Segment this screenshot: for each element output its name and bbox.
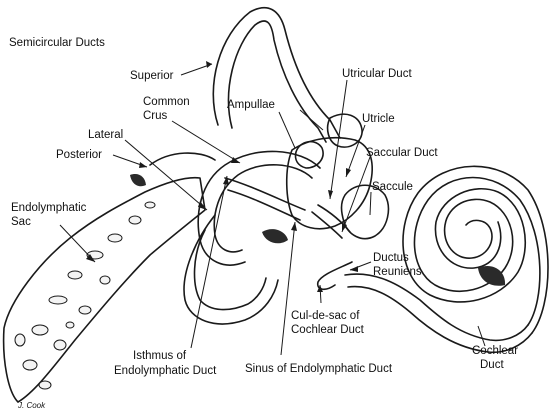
label-saccule: Saccule <box>372 181 413 193</box>
utricle <box>262 136 373 244</box>
label-posterior: Posterior <box>56 149 102 161</box>
label-cul-de-sac-2: Cochlear Duct <box>291 324 365 336</box>
label-lateral: Lateral <box>88 129 123 141</box>
endolymphatic-sac <box>2 174 206 403</box>
label-common-crus-1: Common <box>143 96 190 108</box>
label-utricle: Utricle <box>362 113 395 125</box>
leader-lines <box>59 61 486 356</box>
label-ductus-reuniens-1: Ductus <box>373 252 409 264</box>
ductus-reuniens <box>316 261 353 291</box>
label-utricular-duct: Utricular Duct <box>342 68 412 80</box>
cochlear-duct <box>344 273 529 342</box>
label-cochlear-duct-2: Duct <box>480 359 504 371</box>
posterior-semicircular-duct <box>149 152 279 325</box>
signature: J. Cook <box>17 401 46 410</box>
label-cul-de-sac-1: Cul-de-sac of <box>291 310 360 322</box>
cochlea-spiral <box>402 165 549 334</box>
label-cochlear-duct-1: Cochlear <box>472 345 518 357</box>
label-superior: Superior <box>130 70 174 82</box>
anatomy-drawing <box>2 6 549 403</box>
label-ductus-reuniens-2: Reuniens <box>373 266 422 278</box>
label-ampullae: Ampullae <box>227 99 275 111</box>
label-endolymphatic-sac-2: Sac <box>11 216 31 228</box>
labels: Semicircular Ducts Superior Common Crus … <box>9 37 518 410</box>
label-isthmus-1: Isthmus of <box>133 350 187 362</box>
superior-semicircular-duct <box>212 6 341 139</box>
label-isthmus-2: Endolymphatic Duct <box>114 365 217 377</box>
saccule <box>340 184 390 240</box>
label-endolymphatic-sac-1: Endolymphatic <box>11 202 87 214</box>
label-sinus: Sinus of Endolymphatic Duct <box>245 363 393 375</box>
superior-ampulla <box>326 113 363 148</box>
lateral-semicircular-duct <box>197 150 321 266</box>
label-common-crus-2: Crus <box>143 110 168 122</box>
title: Semicircular Ducts <box>9 37 105 49</box>
label-saccular-duct: Saccular Duct <box>366 147 438 159</box>
lateral-ampulla <box>294 140 324 169</box>
